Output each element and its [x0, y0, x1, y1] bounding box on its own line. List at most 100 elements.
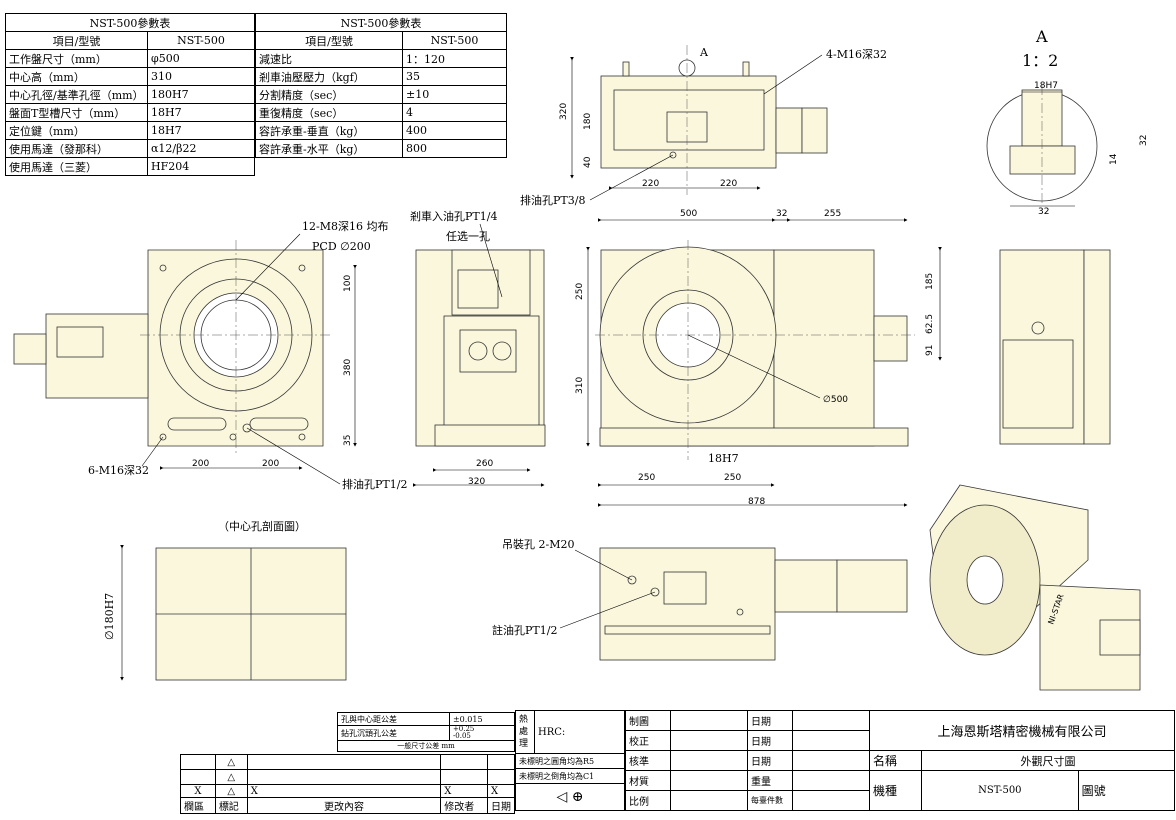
- dim: 32: [1139, 135, 1149, 146]
- spec-right-row: 分割精度（sec）: [255, 85, 403, 104]
- dim: 91: [925, 345, 935, 356]
- tb-material: 材質: [625, 770, 671, 791]
- tolerance-block: 孔與中心距公差±0.015 鉆孔沉頭孔公差+0.25-0.05 一般尺寸公差 m…: [337, 712, 516, 752]
- drain-front-note: 排油孔PT1/2: [342, 477, 407, 491]
- lift-hole-note: 吊裝孔 2-M20: [502, 538, 574, 551]
- dim: 310: [575, 377, 585, 394]
- dim: 35: [343, 435, 353, 446]
- spec-left-val: 18H7: [147, 121, 255, 140]
- scale-label: 1：2: [1022, 51, 1058, 70]
- spec-left-val: 180H7: [147, 85, 255, 104]
- tb-model-val: NST-500: [921, 770, 1079, 811]
- tb-name-label: 名稱: [869, 750, 922, 771]
- dim: 200: [192, 459, 209, 469]
- spec-right-header-model: NST-500: [402, 31, 507, 50]
- rev-col: 欄區: [180, 797, 216, 814]
- spec-right-row: 重復精度（sec）: [255, 103, 403, 122]
- dim: 250: [724, 473, 741, 483]
- dim: 878: [748, 497, 765, 507]
- rev-col: 修改者: [440, 797, 488, 814]
- dim: 320: [559, 103, 569, 120]
- bore-note: ∅180H7: [103, 593, 116, 640]
- slot-note: 18H7: [708, 452, 739, 465]
- chamfer-note: 未標明之倒角均為C1: [515, 768, 625, 784]
- title-block: 制圖 日期 上海恩斯塔精密機械有限公司 校正日期 核準日期 名稱外觀尺寸圖 材質…: [625, 710, 1176, 811]
- tol-r2-up: +0.25: [452, 725, 475, 733]
- dim: 380: [343, 359, 353, 376]
- right-view: [999, 249, 1111, 445]
- brake-oil-note: 剎車入油孔PT1/4: [410, 209, 497, 223]
- rev-col: 日期: [487, 797, 515, 814]
- drain-top-note: 排油孔PT3/8: [520, 193, 585, 207]
- spec-left-row: 盤面T型槽尺寸（mm）: [5, 103, 148, 122]
- tol-r2-label: 鉆孔沉頭孔公差: [337, 725, 450, 741]
- dim: 500: [680, 209, 697, 219]
- spec-right-row: 容許承重-水平（kg）: [255, 139, 403, 158]
- fillet-note: 未標明之圓角均為R5: [515, 753, 625, 769]
- tb-drawn: 制圖: [625, 710, 671, 731]
- dim: 250: [638, 473, 655, 483]
- main-view: [599, 246, 909, 447]
- dim: 180: [583, 113, 593, 130]
- spec-right-val: 800: [402, 139, 507, 158]
- dim: 200: [262, 459, 279, 469]
- tb-date: 日期: [747, 730, 793, 751]
- section-a-label: A: [1035, 27, 1048, 46]
- tb-date: 日期: [747, 710, 793, 731]
- fill-hole-note: 註油孔PT1/2: [492, 623, 557, 637]
- tb-weight: 重量: [747, 770, 793, 791]
- tb-per-unit: 每臺件數: [747, 790, 793, 811]
- heat-label: 熱處理: [515, 710, 535, 754]
- tol-r1-label: 孔與中心距公差: [337, 712, 450, 726]
- tb-date: 日期: [747, 750, 793, 771]
- dim: 250: [575, 283, 585, 300]
- side-view: [415, 249, 546, 447]
- m16-top-note: 4-M16深32: [826, 48, 887, 61]
- front-view: [13, 249, 324, 447]
- tol-r1-val: ±0.015: [448, 712, 516, 726]
- tol-r2-dn: -0.05: [452, 732, 471, 740]
- m8-note: 12-M8深16 均布: [302, 220, 388, 233]
- tb-model-label: 機種: [869, 770, 922, 811]
- m16-front-note: 6-M16深32: [88, 464, 149, 477]
- tol-r3: 一般尺寸公差 mm: [337, 740, 515, 752]
- bottom-view: [599, 547, 908, 661]
- spec-left-val: HF204: [147, 157, 255, 176]
- spec-left-row: 使用馬達（發那科）: [5, 139, 148, 158]
- dim: 185: [925, 273, 935, 290]
- rev-mark: X: [487, 784, 515, 798]
- dim: 18H7: [1034, 81, 1058, 91]
- view-a-label: A: [699, 46, 709, 59]
- dim: 14: [1109, 153, 1119, 165]
- dim: 255: [824, 209, 841, 219]
- section-title: （中心孔剖面圖）: [218, 519, 306, 533]
- spec-left-val: φ500: [147, 49, 255, 68]
- tb-name-val: 外觀尺寸圖: [921, 750, 1175, 771]
- company-name: 上海恩斯塔精密機械有限公司: [869, 710, 1175, 751]
- projection-symbol: ◁ ⊕: [515, 783, 625, 811]
- rev-col: 標記: [214, 797, 248, 814]
- center-bore-section: [155, 547, 347, 681]
- choose-one-note: 任选一孔: [446, 230, 490, 243]
- pcd-note: PCD ∅200: [312, 240, 371, 253]
- dia500-note: ∅500: [823, 395, 848, 405]
- dim: 260: [476, 459, 493, 469]
- dim: 220: [720, 179, 737, 189]
- dim: 32: [776, 209, 787, 219]
- top-view: [600, 59, 828, 169]
- rev-col: 更改內容: [246, 797, 442, 814]
- tb-drawing-no: 圖號: [1077, 770, 1176, 811]
- spec-right-title: NST-500參數表: [255, 13, 507, 32]
- rev-mark: X: [180, 784, 216, 798]
- hrc-label: HRC:: [534, 710, 625, 754]
- spec-left-row: 使用馬達（三菱）: [5, 157, 148, 176]
- tb-check: 校正: [625, 730, 671, 751]
- dim: 62.5: [925, 314, 935, 334]
- spec-right-row: 容許承重-垂直（kg）: [255, 121, 403, 140]
- rev-mark: X: [246, 784, 442, 798]
